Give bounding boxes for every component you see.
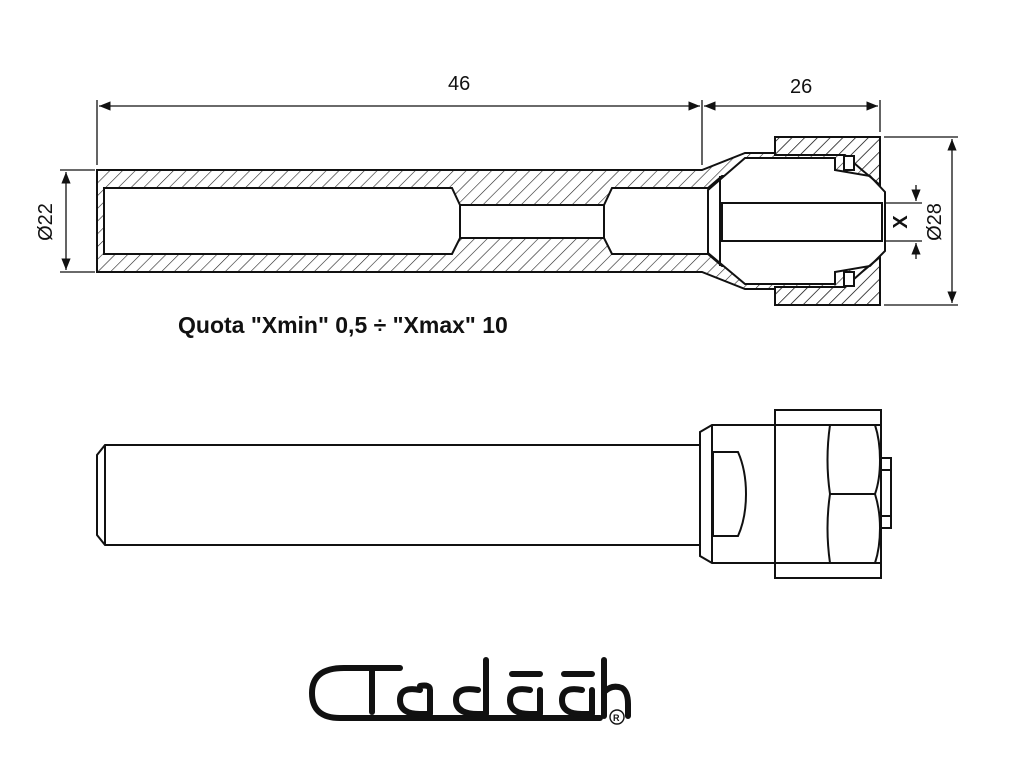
dim-diameter-shank: Ø22 [35, 203, 57, 241]
collet-tip [880, 457, 892, 529]
dim-x-label: X [890, 215, 912, 229]
nut-section-bottom [774, 254, 881, 306]
tadaah-logo [309, 657, 631, 721]
dim-diameter-nut: Ø28 [924, 203, 946, 241]
shank [96, 444, 701, 546]
registered-mark [609, 709, 625, 725]
dimension-note: Quota "Xmin" 0,5 ÷ "Xmax" 10 [178, 312, 508, 338]
nut-section-top [774, 136, 881, 188]
nut-flat-bottom [826, 493, 882, 564]
exterior-view [96, 409, 892, 579]
dimensions [60, 100, 958, 306]
section-view [96, 136, 886, 306]
dim-length-main: 46 [448, 73, 470, 95]
registered-letter: R [613, 713, 620, 723]
collet-bore [721, 202, 883, 242]
nut-flat-top [826, 424, 882, 495]
dim-length-nut: 26 [790, 76, 812, 98]
collar-hex-face [712, 451, 748, 537]
